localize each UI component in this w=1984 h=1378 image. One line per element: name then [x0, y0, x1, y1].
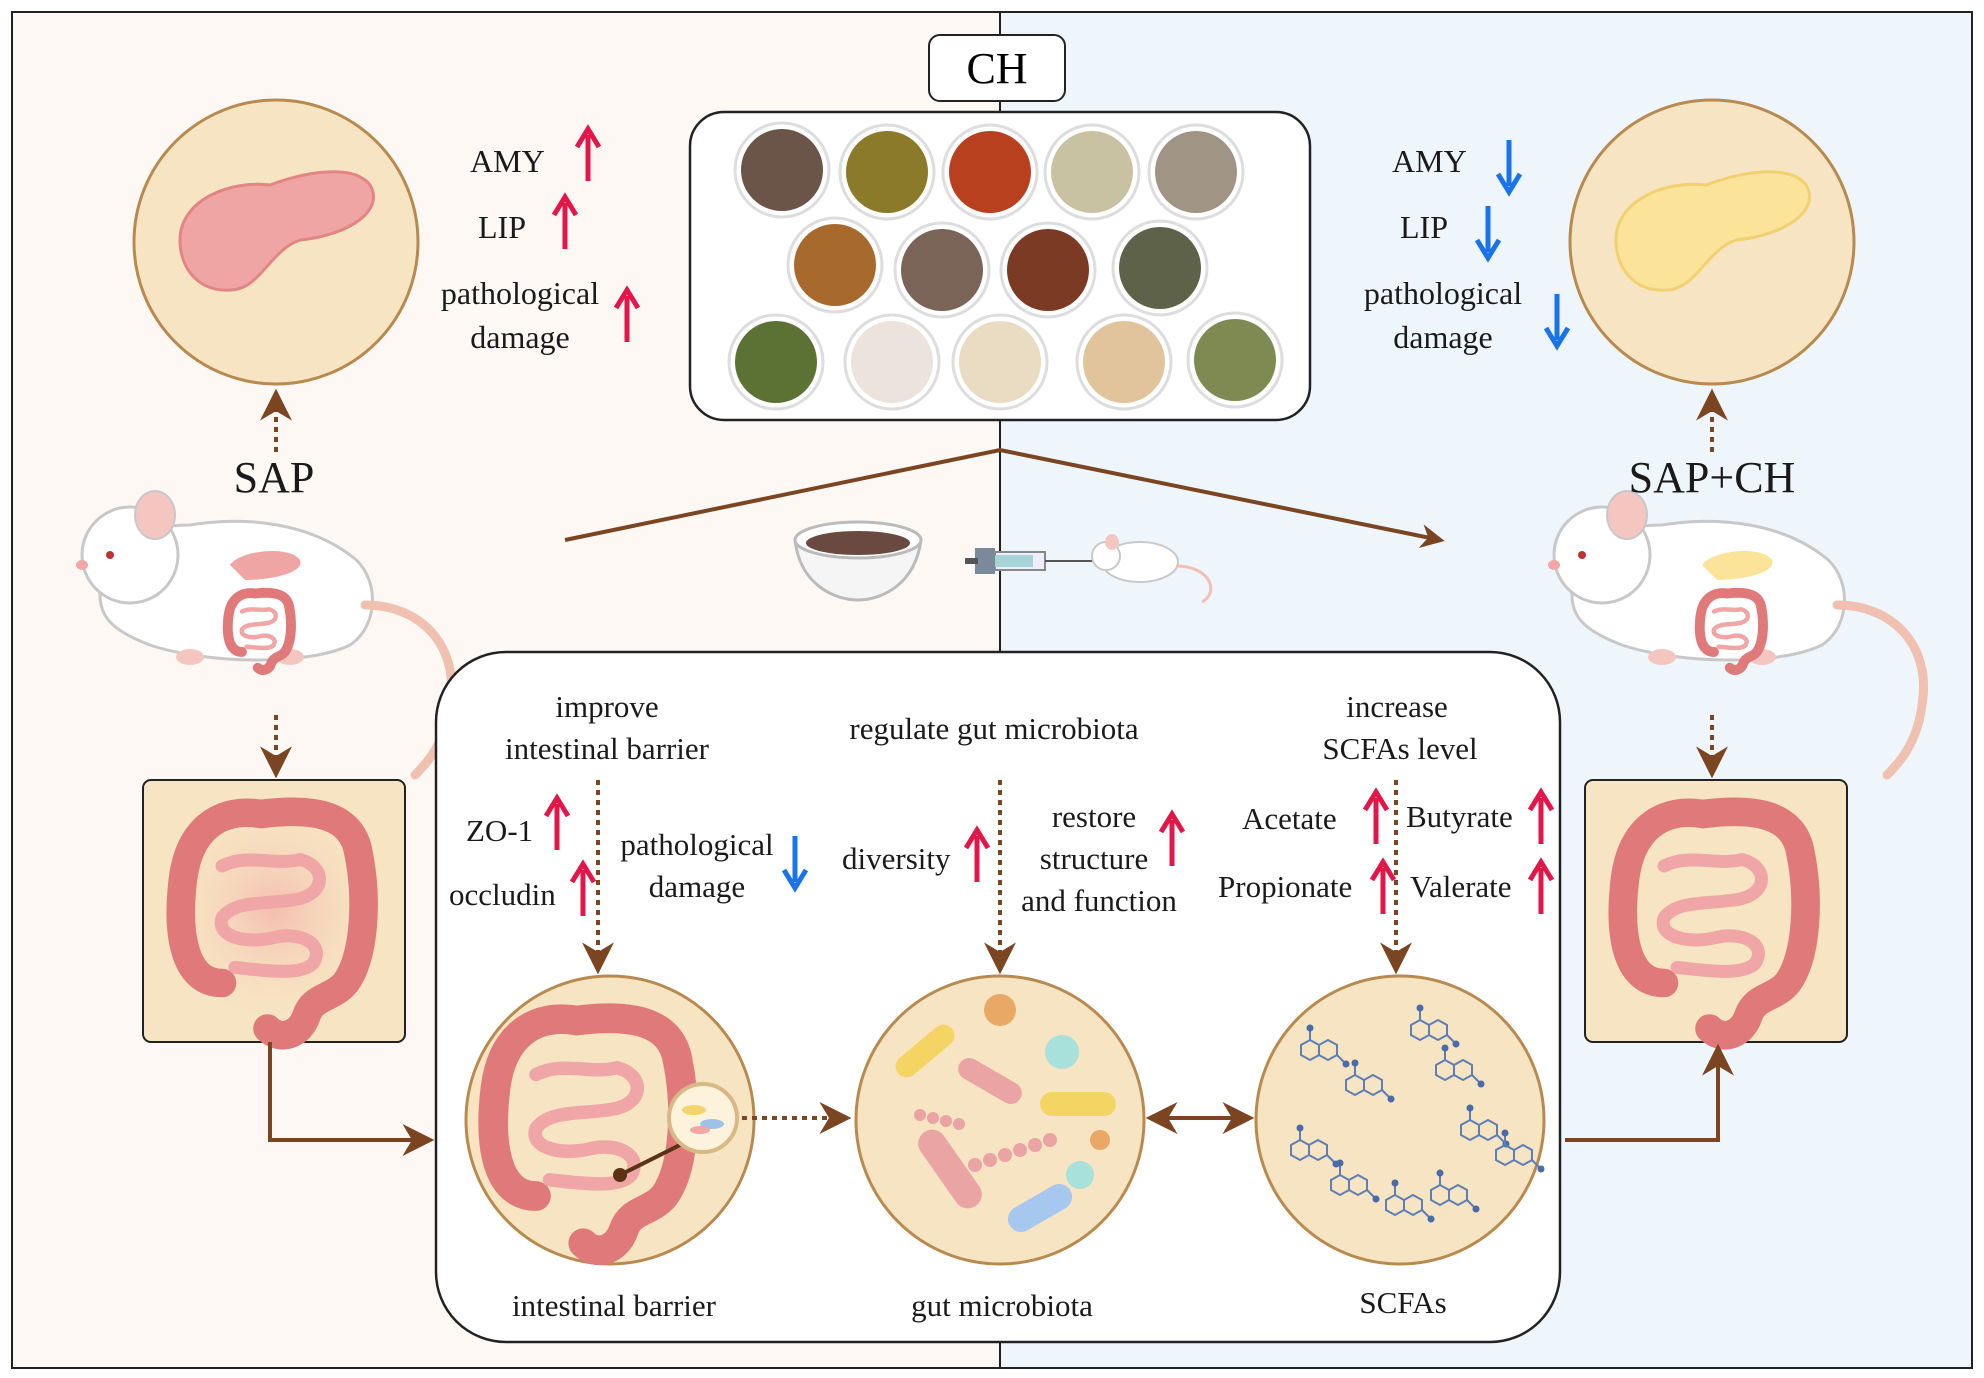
bacteria-icon: [1007, 1184, 1073, 1232]
marker-damage-right-2: damage: [1393, 319, 1493, 355]
pancreas-circle-right: [1568, 98, 1856, 386]
herb-bowl-icon: [843, 313, 941, 411]
heading-scfas-1: increase: [1346, 689, 1448, 724]
bacteria-icon: [918, 1129, 982, 1209]
heading-barrier-1: improve: [555, 689, 659, 724]
marker-acetate: Acetate: [1242, 801, 1337, 836]
bacteria-icon: [1045, 1035, 1079, 1069]
herb-bowls: [727, 121, 1284, 411]
gut-microbiota-circle: [854, 974, 1146, 1266]
marker-butyrate: Butyrate: [1406, 799, 1513, 834]
marker-damage-barrier-1: pathological: [620, 827, 774, 862]
intestinal-barrier-circle: [464, 974, 756, 1266]
herb-bowl-icon: [733, 121, 831, 219]
rat-icon: [1548, 491, 1924, 775]
herb-bowl-icon: [1186, 311, 1284, 409]
decoction-bowl-icon: [793, 520, 923, 602]
heading-barrier-2: intestinal barrier: [505, 731, 709, 766]
marker-amy-left: AMY: [470, 143, 545, 179]
marker-damage-left-2: damage: [470, 319, 570, 355]
pancreas-circle-left: [132, 98, 420, 386]
herb-bowl-icon: [999, 221, 1097, 319]
marker-amy-right: AMY: [1392, 143, 1467, 179]
pancreas-icon: [1614, 170, 1811, 292]
heading-scfas-2: SCFAs level: [1322, 731, 1478, 766]
herb-bowl-icon: [1043, 123, 1141, 221]
bacteria-icon: [958, 1058, 1022, 1104]
bacteria-icon: [895, 1024, 955, 1078]
bacteria-icon: [914, 1109, 1057, 1172]
circle-label-microbiota: gut microbiota: [911, 1288, 1093, 1323]
bacteria-icon: [1090, 1130, 1110, 1150]
herb-bowl-icon: [941, 123, 1039, 221]
circle-label-barrier: intestinal barrier: [512, 1288, 716, 1323]
bacteria-icon: [1040, 1092, 1116, 1116]
herb-bowl-icon: [1111, 219, 1209, 317]
outer-frame: [11, 11, 1973, 1369]
ch-label: CH: [928, 34, 1066, 102]
group-label-sap: SAP: [233, 453, 315, 502]
herb-bowl-icon: [1075, 313, 1173, 411]
syringe-icon: [965, 548, 1100, 574]
marker-zo1: ZO-1: [466, 813, 534, 848]
pancreas-icon: [178, 170, 375, 292]
treatment-arrow: [564, 447, 1445, 548]
herb-bowl-icon: [1147, 123, 1245, 221]
marker-restore-2: structure: [1039, 841, 1149, 876]
marker-propionate: Propionate: [1218, 869, 1353, 904]
flow-arrow: [268, 1042, 435, 1156]
marker-occludin: occludin: [449, 877, 556, 912]
herb-bowl-icon: [951, 313, 1049, 411]
group-label-sap-ch: SAP+CH: [1628, 453, 1796, 502]
circle-label-scfas: SCFAs: [1359, 1285, 1447, 1320]
marker-restore-3: and function: [1021, 883, 1177, 918]
scfas-circle: [1254, 974, 1546, 1266]
herb-bowl-icon: [893, 221, 991, 319]
marker-damage-right-1: pathological: [1363, 275, 1523, 311]
rat-icon: [76, 491, 452, 775]
marker-valerate: Valerate: [1410, 869, 1512, 904]
marker-diversity: diversity: [842, 841, 951, 876]
marker-restore-1: restore: [1051, 799, 1137, 834]
bacteria-icon: [1066, 1161, 1094, 1189]
marker-damage-left-1: pathological: [440, 275, 600, 311]
marker-lip-right: LIP: [1400, 209, 1448, 245]
flow-arrow: [1565, 1043, 1734, 1142]
heading-microbiota: regulate gut microbiota: [849, 711, 1139, 746]
herb-bowl-icon: [786, 216, 884, 314]
magnifier-icon: [667, 1082, 739, 1154]
bacteria-icon: [984, 994, 1016, 1026]
herb-bowl-icon: [838, 123, 936, 221]
marker-lip-left: LIP: [478, 209, 526, 245]
marker-damage-barrier-2: damage: [648, 869, 746, 904]
herb-bowl-icon: [727, 313, 825, 411]
